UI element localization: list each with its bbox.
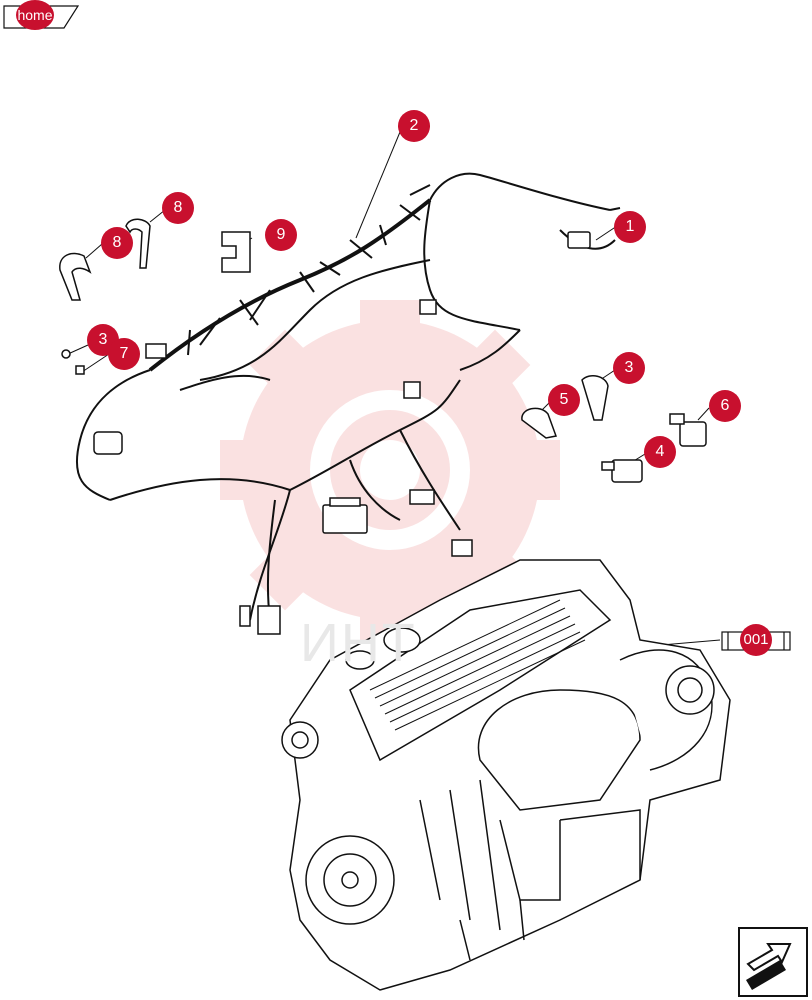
reference-001-badge[interactable]: 001 [740, 624, 772, 656]
callout-5[interactable]: 5 [548, 384, 580, 416]
callout-1[interactable]: 1 [614, 211, 646, 243]
wiring-harness [75, 172, 621, 621]
engine-assembly [281, 559, 731, 991]
callout-8-left[interactable]: 8 [101, 227, 133, 259]
callout-6[interactable]: 6 [709, 390, 741, 422]
loose-parts [59, 218, 707, 483]
home-button[interactable]: home [16, 0, 54, 30]
callout-4[interactable]: 4 [644, 436, 676, 468]
next-page-arrow-icon[interactable] [739, 928, 807, 996]
harness-components [93, 231, 591, 635]
callout-2[interactable]: 2 [398, 110, 430, 142]
callout-8-right[interactable]: 8 [162, 192, 194, 224]
callout-9[interactable]: 9 [265, 219, 297, 251]
callout-7[interactable]: 7 [108, 338, 140, 370]
nav-arrow-frame [738, 927, 808, 997]
callout-3-right[interactable]: 3 [613, 352, 645, 384]
watermark-text: ИНТ [300, 613, 417, 673]
